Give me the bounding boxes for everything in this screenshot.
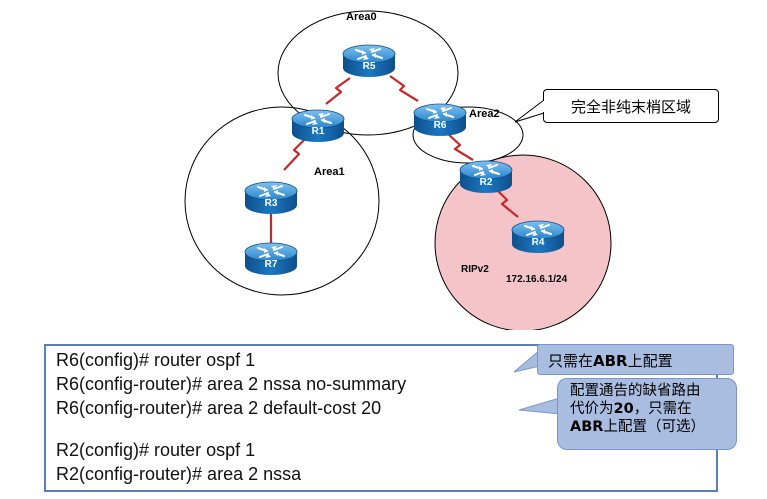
note-cost-line2-bold: 20: [613, 401, 634, 417]
note-abr-bold: ABR: [593, 352, 628, 370]
router-r4: R4: [511, 220, 565, 254]
config-line: R2(config-router)# area 2 nssa: [56, 464, 302, 484]
router-r3-label: R3: [265, 198, 278, 209]
router-r5: R5: [342, 44, 396, 78]
note-cost-line1: 配置通告的缺省路由: [570, 383, 701, 399]
note-default-cost: 配置通告的缺省路由 代价为20，只需在 ABR上配置（可选）: [557, 378, 737, 450]
router-r2-label: R2: [480, 177, 493, 188]
ospf-topology-diagram: R5 R1 R6 R2 R3 R7 R4 Area0 Area1 Area2 R…: [184, 10, 612, 330]
note-cost-line2-prefix: 代价为: [570, 401, 614, 417]
link-r1-r3: [283, 135, 309, 171]
note-cost-line3: ABR上配置（可选）: [570, 418, 726, 436]
config-line: R6(config-router)# area 2 nssa no-summar…: [56, 374, 407, 394]
link-r2-r4: [495, 188, 519, 218]
config-line: R6(config)# router ospf 1: [56, 350, 256, 370]
note-abr-suffix: 上配置: [627, 352, 673, 370]
router-r5-label: R5: [363, 61, 376, 72]
router-r3: R3: [244, 181, 298, 215]
router-r2: R2: [459, 160, 513, 194]
router-r1-label: R1: [312, 126, 325, 137]
area2-boundary: [412, 106, 524, 164]
callout-pointer: [514, 98, 545, 123]
area1-boundary: [184, 106, 380, 296]
router-r7: R7: [244, 242, 298, 276]
note-cost-line3-bold: ABR: [570, 419, 604, 435]
link-r6-r2: [446, 132, 474, 161]
router-r6: R6: [413, 103, 467, 137]
config-line: R2(config)# router ospf 1: [56, 440, 256, 460]
router-r7-label: R7: [265, 259, 278, 270]
area2-label: Area2: [469, 108, 500, 120]
callout-joint: [543, 101, 545, 112]
note-cost-line2-suffix: ，只需在: [633, 401, 692, 417]
router-r4-label: R4: [532, 237, 545, 248]
router-r1: R1: [291, 109, 345, 143]
area0-label: Area0: [346, 11, 377, 23]
note-cost-line2: 代价为20，只需在: [570, 400, 726, 418]
link-r5-r1: [325, 77, 351, 105]
link-r5-r6: [389, 75, 419, 102]
rip-label: RIPv2: [461, 264, 489, 275]
nssa-callout: 完全非纯末梢区域: [543, 89, 719, 123]
nssa-callout-text: 完全非纯末梢区域: [570, 97, 691, 116]
note-cost-line3-suffix: 上配置（可选）: [603, 419, 705, 435]
router-r6-label: R6: [434, 120, 447, 131]
network-address-label: 172.16.6.1/24: [506, 274, 568, 285]
note-abr-only: 只需在ABR上配置: [537, 344, 734, 375]
config-line: R6(config-router)# area 2 default-cost 2…: [56, 398, 382, 418]
note-abr-prefix: 只需在: [548, 352, 594, 370]
area1-label: Area1: [314, 166, 345, 178]
area0-boundary: [277, 10, 459, 136]
